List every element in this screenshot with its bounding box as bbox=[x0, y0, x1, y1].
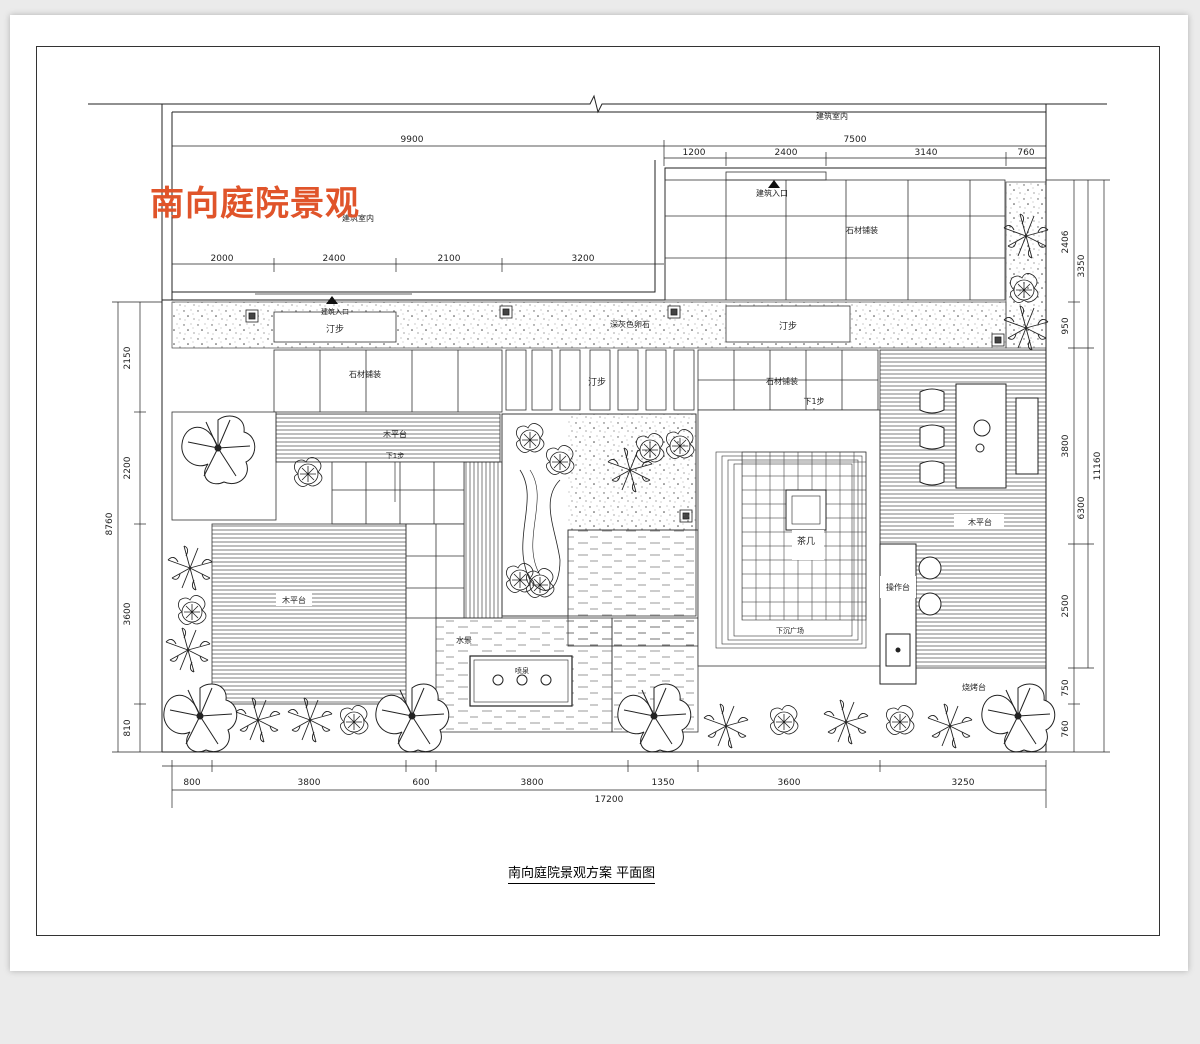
wood-deck-strip bbox=[463, 461, 503, 619]
label-down-one-step-left: 下1步 bbox=[386, 452, 404, 460]
label-wood-deck-right: 木平台 bbox=[968, 517, 992, 527]
label-stone-paving-upper: 石材铺装 bbox=[846, 225, 878, 235]
dim-3140: 3140 bbox=[915, 148, 938, 158]
left-dimensions bbox=[112, 301, 162, 753]
label-stepping-stone-right: 汀步 bbox=[779, 321, 797, 332]
upper-paving bbox=[664, 171, 1006, 301]
dim-8760: 8760 bbox=[105, 512, 115, 535]
top-dimensions bbox=[172, 140, 1046, 272]
stepping-stones-middle bbox=[505, 349, 695, 411]
wood-deck-left bbox=[211, 523, 407, 705]
label-building-interior-top: 建筑室内 bbox=[816, 111, 848, 121]
label-building-interior-left: 建筑室内 bbox=[342, 213, 374, 223]
label-wood-deck-upper: 木平台 bbox=[383, 429, 407, 439]
label-water-feature: 水景 bbox=[456, 635, 472, 645]
stone-paving-lshape bbox=[331, 461, 465, 619]
dim-7500: 7500 bbox=[844, 135, 867, 145]
dim-3200: 3200 bbox=[572, 254, 595, 264]
dining-set bbox=[919, 383, 1039, 489]
label-prep-counter: 操作台 bbox=[886, 582, 910, 592]
stone-paving-left bbox=[273, 349, 503, 413]
bottom-dimensions bbox=[162, 760, 1047, 808]
wood-deck-upper bbox=[275, 413, 501, 463]
overlay-title: 南向庭院景观 bbox=[150, 184, 360, 224]
dim-2400-top: 2400 bbox=[775, 148, 798, 158]
dim-3800-b: 3800 bbox=[521, 778, 544, 788]
label-building-entrance-left: 建筑入口 bbox=[321, 307, 349, 316]
dim-3250: 3250 bbox=[952, 778, 975, 788]
drawing-caption: 南向庭院景观方案 平面图 bbox=[508, 862, 656, 884]
entrance-arrow-icon bbox=[768, 180, 780, 188]
dim-6300: 6300 bbox=[1077, 496, 1087, 519]
label-tea-table: 茶几 bbox=[797, 535, 815, 547]
dim-2406: 2406 bbox=[1061, 230, 1071, 253]
dim-950: 950 bbox=[1061, 317, 1071, 334]
label-wood-deck-left: 木平台 bbox=[282, 595, 306, 605]
dim-3350: 3350 bbox=[1077, 254, 1087, 277]
dim-2150: 2150 bbox=[123, 346, 133, 369]
dim-3600-left: 3600 bbox=[123, 602, 133, 625]
label-gravel: 深灰色卵石 bbox=[610, 319, 650, 329]
dim-750: 750 bbox=[1061, 679, 1071, 696]
stepping-stone-right bbox=[725, 305, 851, 343]
dim-2400-mid: 2400 bbox=[323, 254, 346, 264]
dim-1350: 1350 bbox=[652, 778, 675, 788]
dim-3800-a: 3800 bbox=[298, 778, 321, 788]
dim-760-right: 760 bbox=[1061, 720, 1071, 737]
dim-9900: 9900 bbox=[401, 135, 424, 145]
sunken-plaza bbox=[697, 409, 881, 667]
dim-2100: 2100 bbox=[438, 254, 461, 264]
dim-2000: 2000 bbox=[211, 254, 234, 264]
dim-600: 600 bbox=[412, 778, 429, 788]
label-building-entrance-upper: 建筑入口 bbox=[756, 188, 788, 198]
dim-11160: 11160 bbox=[1093, 451, 1103, 480]
label-stone-paving-left: 石材铺装 bbox=[349, 369, 381, 379]
prep-counter bbox=[879, 543, 942, 685]
dim-2200: 2200 bbox=[123, 456, 133, 479]
label-spray: 喷泉 bbox=[515, 666, 529, 675]
dim-760-top: 760 bbox=[1017, 148, 1034, 158]
fountain-jets bbox=[492, 674, 552, 686]
label-sunken-plaza: 下沉广场 bbox=[776, 626, 804, 635]
label-stone-paving-right: 石材铺装 bbox=[766, 376, 798, 386]
label-stepping-stone-mid: 汀步 bbox=[588, 377, 606, 388]
dim-800: 800 bbox=[183, 778, 200, 788]
dim-810: 810 bbox=[123, 719, 133, 736]
label-stepping-stone-left: 汀步 bbox=[326, 324, 344, 335]
garden-bed bbox=[501, 413, 697, 617]
drawing-frame bbox=[36, 46, 1160, 936]
dim-1200: 1200 bbox=[683, 148, 706, 158]
dim-3800-right: 3800 bbox=[1061, 434, 1071, 457]
entrance-arrow-left-icon bbox=[326, 296, 338, 304]
dim-3600-bot: 3600 bbox=[778, 778, 801, 788]
dim-2500: 2500 bbox=[1061, 594, 1071, 617]
stepping-stone-left bbox=[273, 311, 397, 343]
label-down-one-step: 下1步 bbox=[803, 397, 824, 406]
label-bbq-counter: 烧烤台 bbox=[962, 682, 986, 692]
dim-17200: 17200 bbox=[595, 795, 624, 805]
right-dimensions bbox=[1046, 179, 1110, 753]
